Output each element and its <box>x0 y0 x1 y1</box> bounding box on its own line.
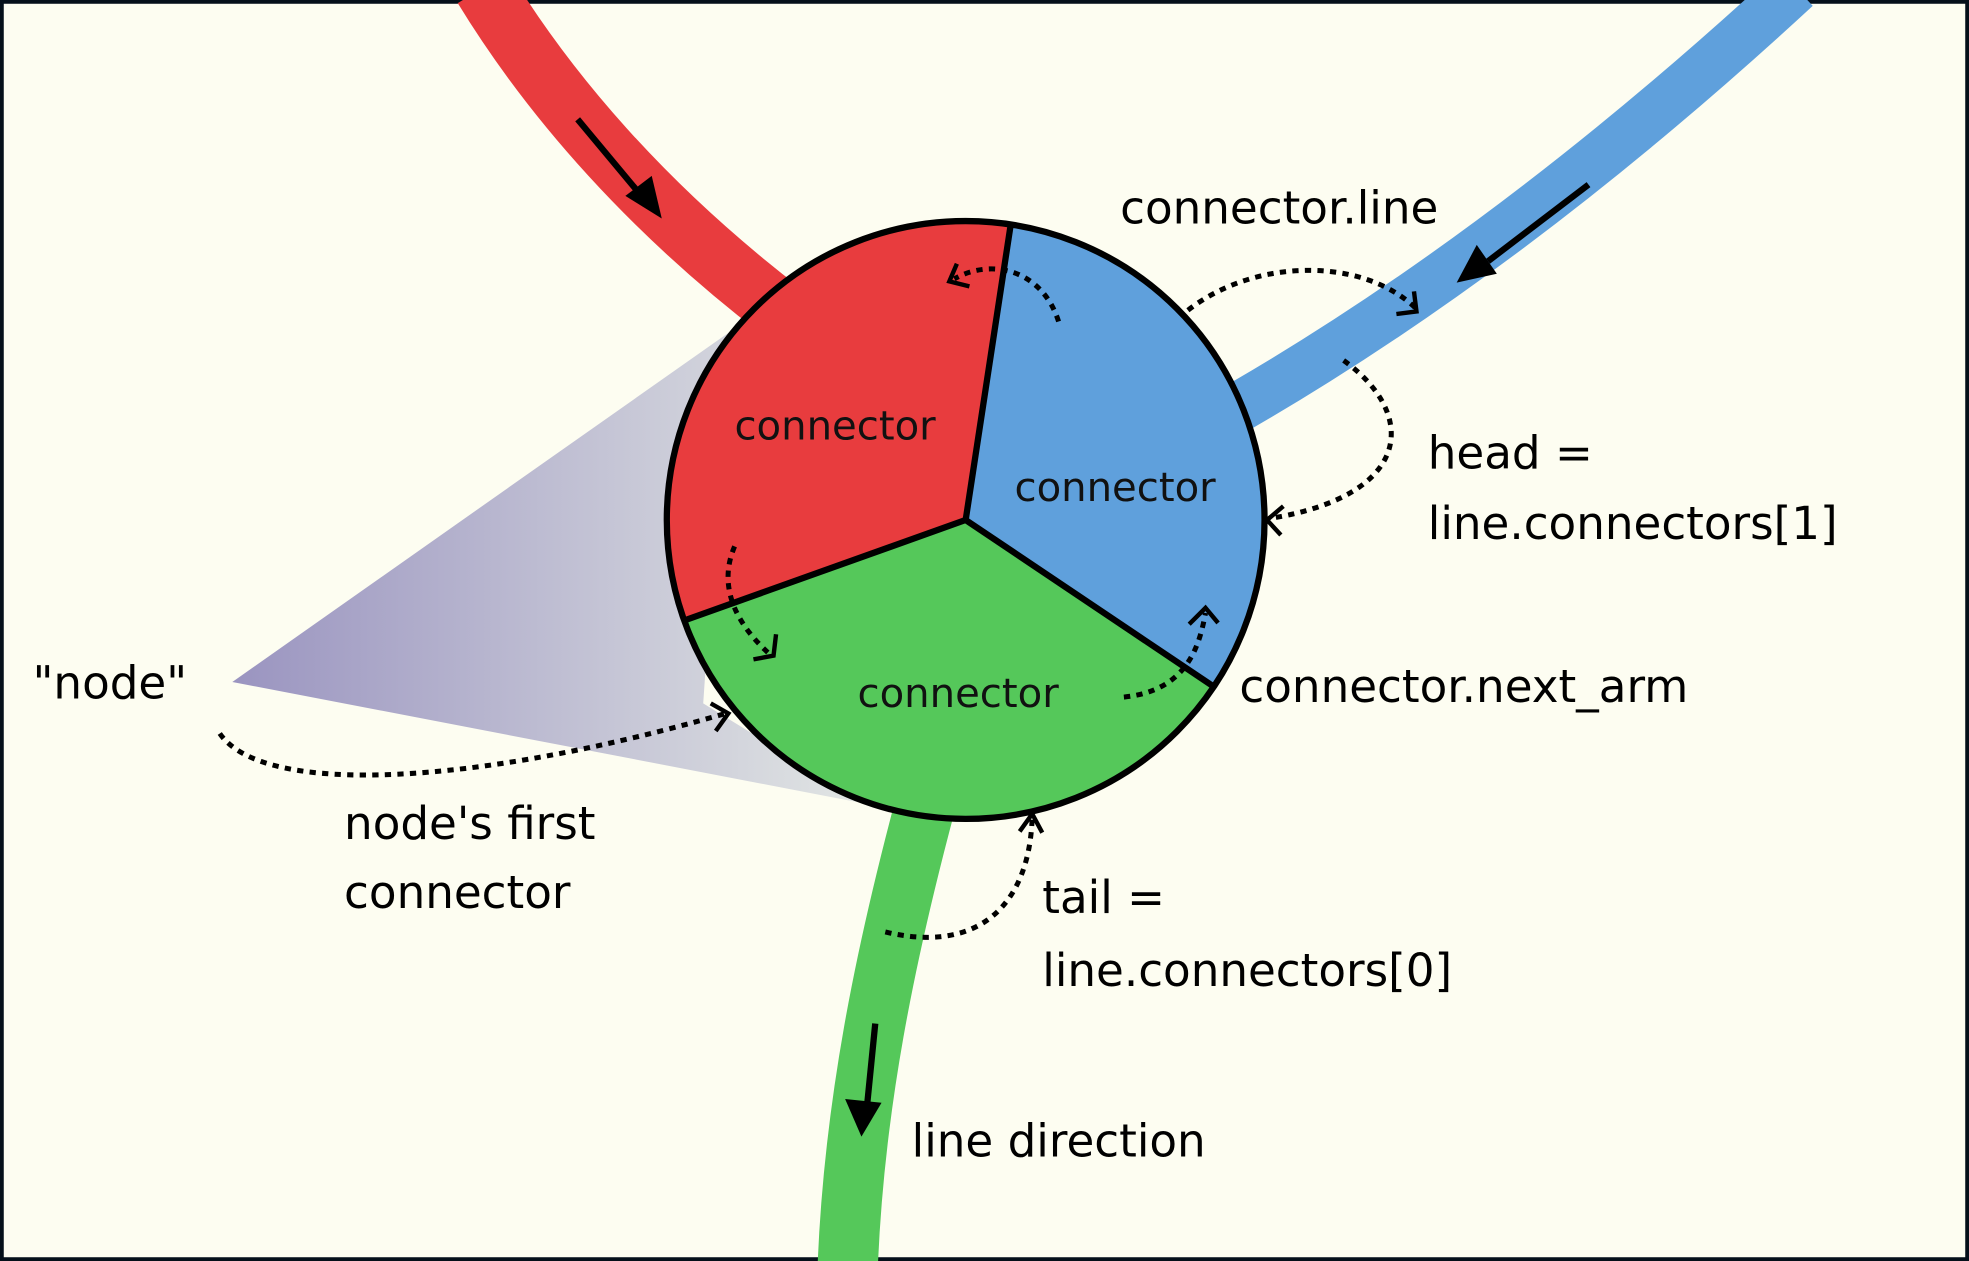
sector-divider <box>962 223 1014 521</box>
arrow-down-left-icon <box>1456 182 1591 283</box>
node-label: "node" <box>33 656 187 709</box>
sector-red <box>664 218 1011 622</box>
first-connector-label-2: connector <box>344 866 571 919</box>
tail-label-1: tail = <box>1042 871 1165 924</box>
tail-arrow <box>884 809 1045 940</box>
next-arm-label: connector.next_arm <box>1239 660 1688 713</box>
sector-label-green: connector <box>858 671 1060 717</box>
sector-blue <box>965 218 1268 822</box>
arrow-down-right-icon <box>575 117 662 219</box>
blue-line <box>1224 0 1813 430</box>
head-label-1: head = <box>1428 426 1593 479</box>
sector-divider <box>963 517 1217 690</box>
next-arm-arrow-red-to-green <box>725 545 779 662</box>
sector-label-red: connector <box>734 404 936 450</box>
connector-line-label: connector.line <box>1120 182 1438 235</box>
line-direction-label: line direction <box>912 1115 1206 1168</box>
sector-divider <box>683 517 967 624</box>
head-arrow <box>1263 358 1394 537</box>
node-circle <box>664 218 1268 822</box>
sector-label-blue: connector <box>1014 465 1216 511</box>
tail-label-2: line.connectors[0] <box>1042 944 1452 997</box>
connector-line-arrow <box>1186 267 1419 317</box>
next-arm-arrow-green-to-blue <box>1123 604 1220 700</box>
first-connector-arrow <box>217 701 732 778</box>
next-arm-arrow-blue-to-red <box>946 262 1061 323</box>
first-connector-label-1: node's first <box>344 797 595 850</box>
arrow-down-icon <box>845 1023 882 1137</box>
sector-green <box>664 519 1268 822</box>
head-label-2: line.connectors[1] <box>1428 497 1838 550</box>
